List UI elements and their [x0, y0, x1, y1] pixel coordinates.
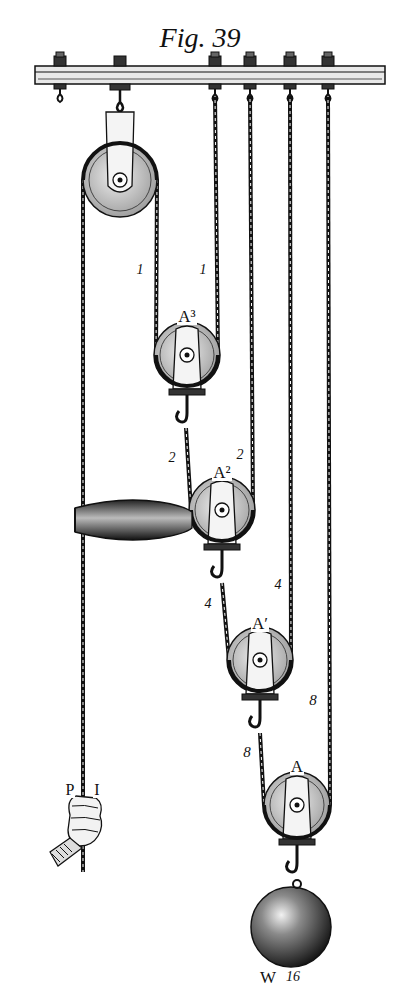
- weight-label: W: [259, 969, 277, 986]
- weight-number: 16: [285, 970, 301, 984]
- rope-number: 4: [204, 597, 213, 611]
- power-label: I: [93, 782, 100, 798]
- power-label: P: [65, 782, 76, 798]
- rope-number: 8: [308, 693, 318, 708]
- rope-number: 2: [168, 451, 177, 465]
- rope-number: 1: [199, 263, 208, 277]
- rope-number: 4: [274, 578, 283, 592]
- pulley-label: A′: [251, 615, 269, 632]
- pulley-label: A: [290, 758, 304, 775]
- pulley-label: A²: [212, 464, 231, 481]
- rope-number: 1: [136, 263, 145, 277]
- pulley-label: A³: [177, 308, 196, 325]
- figure-title: Fig. 39: [159, 24, 242, 52]
- rope-number: 2: [236, 448, 245, 462]
- rope-number: 8: [242, 745, 252, 760]
